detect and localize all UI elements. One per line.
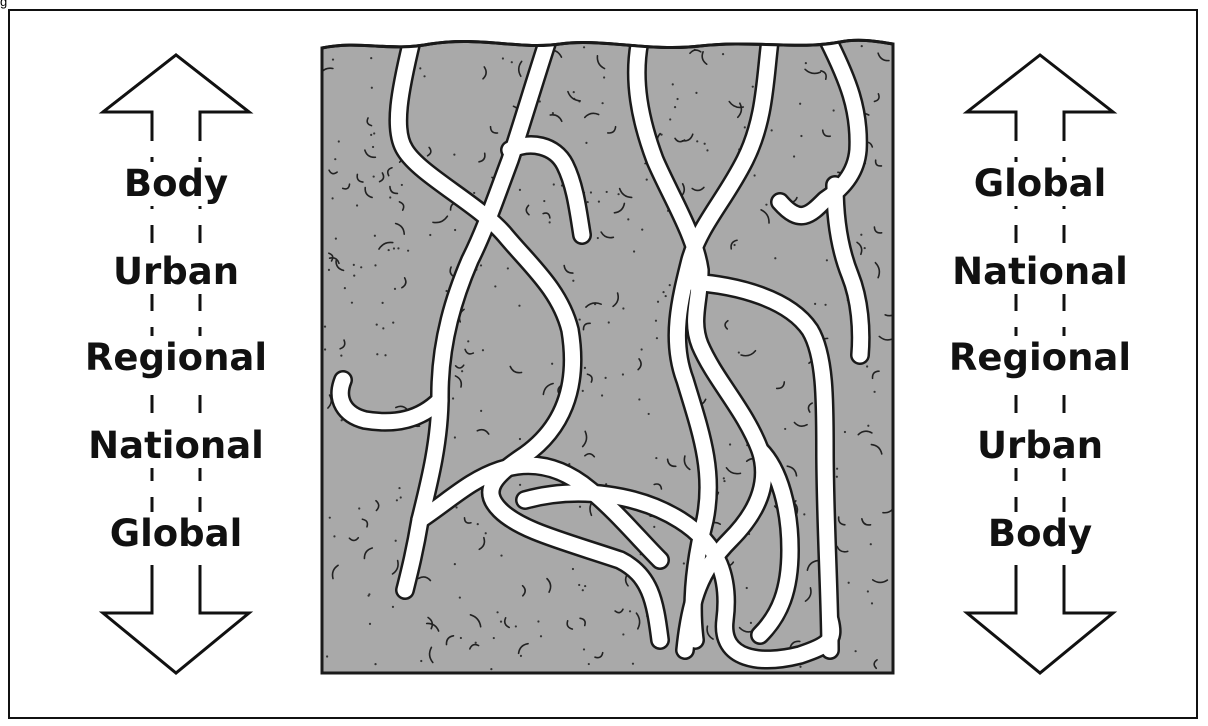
- soil-roots-illustration: [0, 0, 1208, 726]
